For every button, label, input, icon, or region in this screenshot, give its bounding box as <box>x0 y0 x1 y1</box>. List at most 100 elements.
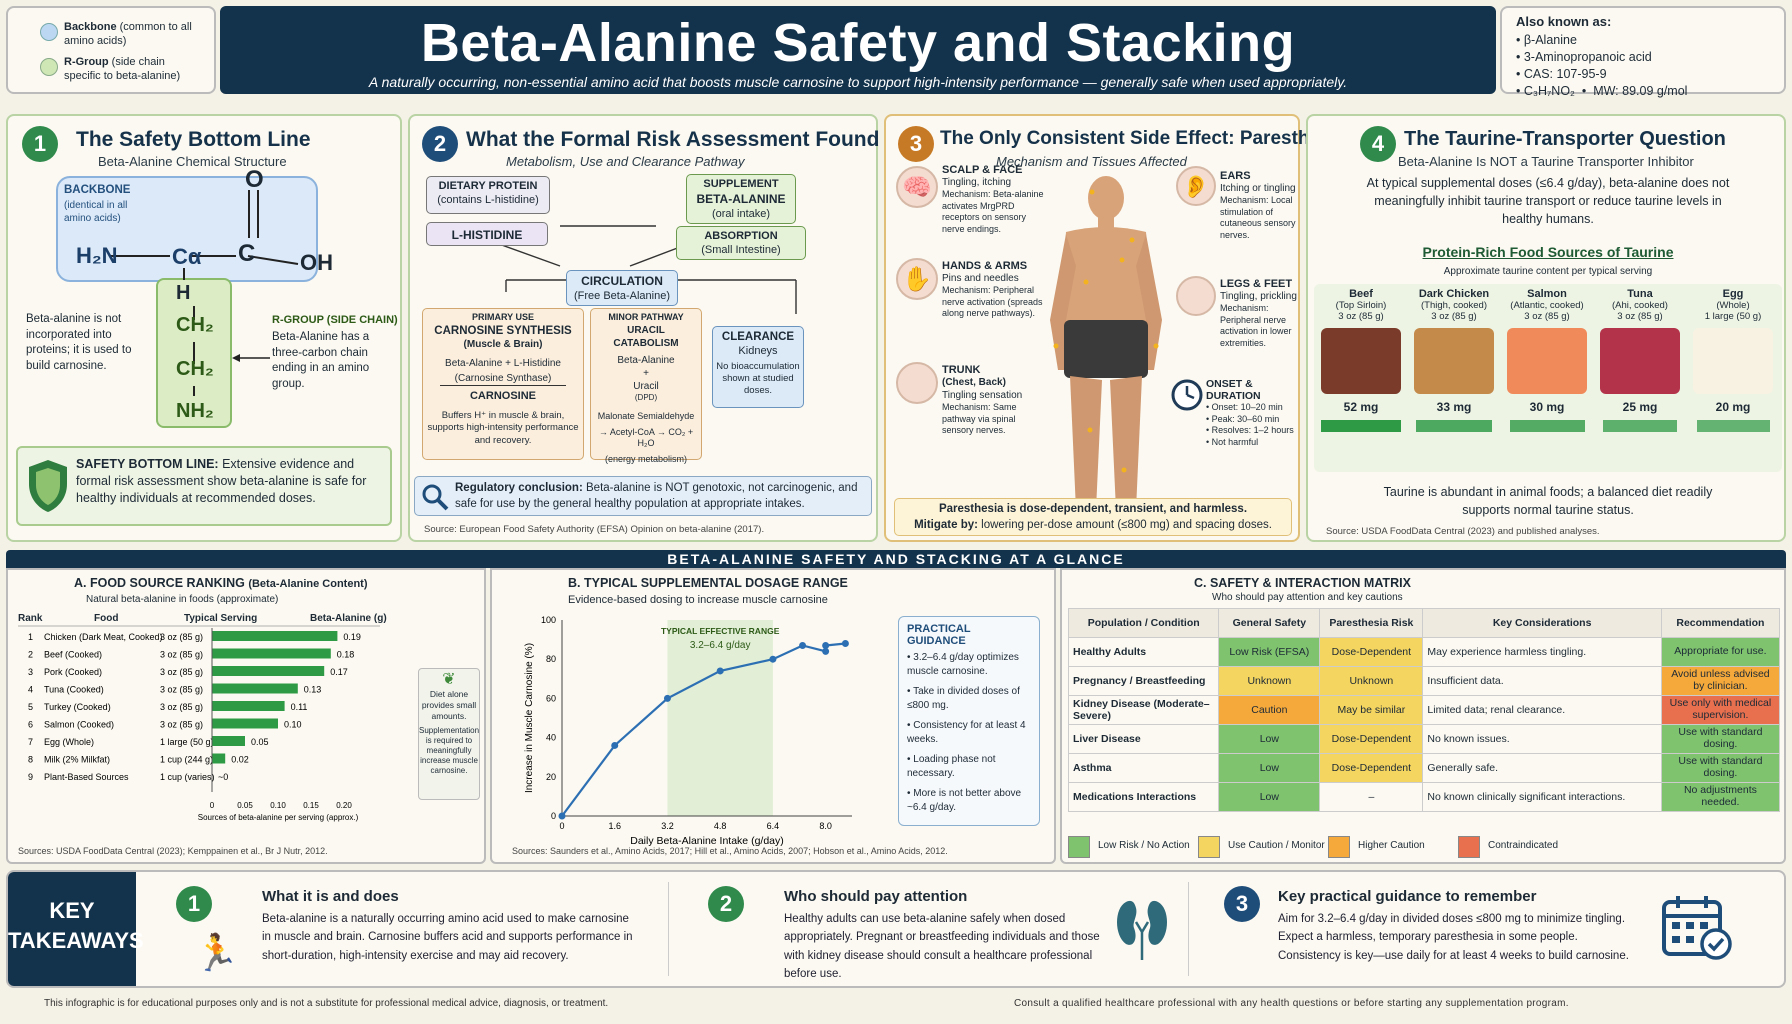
legend-swatch <box>1328 836 1350 858</box>
x-tick-label: 0 <box>210 801 215 810</box>
taurine-bar <box>1509 420 1585 432</box>
x-tick-label: 0.20 <box>336 801 352 810</box>
paresthesia-cell: – <box>1319 782 1424 812</box>
takeaway-text: Aim for 3.2–6.4 g/day in divided doses ≤… <box>1278 913 1629 962</box>
considerations-cell: No known clinically significant interact… <box>1422 782 1662 812</box>
food-label: Chicken (Dark Meat, Cooked) <box>44 632 163 642</box>
table-row: Medications Interactions Low – No known … <box>1067 782 1781 812</box>
table-row: Kidney Disease (Moderate–Severe) Caution… <box>1067 695 1781 725</box>
x-tick-label: 0.10 <box>270 801 286 810</box>
step-number: 2 <box>422 126 458 162</box>
serving-label: 3 oz (85 g) <box>160 632 203 642</box>
brain-icon: 🧠 <box>896 166 938 208</box>
step-number: 3 <box>898 126 934 162</box>
effective-range-band <box>667 620 773 816</box>
rgroup-swatch <box>40 58 58 76</box>
food-bar <box>212 701 285 711</box>
formula: C₃H₇NO₂ <box>1523 84 1575 98</box>
taurine-bar <box>1321 420 1401 432</box>
regulatory-label: Regulatory conclusion: <box>455 482 583 494</box>
divider <box>668 882 669 976</box>
section-c-subtitle: Who should pay attention and key caution… <box>1212 592 1403 603</box>
legend-swatch <box>1198 836 1220 858</box>
table-row: Healthy Adults Low Risk (EFSA) Dose-Depe… <box>1067 637 1781 667</box>
food-image <box>1600 328 1680 394</box>
section-b-title: B. TYPICAL SUPPLEMENTAL DOSAGE RANGE <box>568 576 848 590</box>
taurine-value: 20 mg <box>1715 400 1751 414</box>
population-cell: Medications Interactions <box>1067 782 1220 812</box>
recommendation-cell: Appropriate for use. <box>1660 637 1781 667</box>
taurine-food-item: Beef (Top Sirloin) 3 oz (85 g) 52 mg <box>1316 288 1406 468</box>
guidance-item: Take in divided doses of ≤800 mg. <box>907 686 1020 711</box>
carnosine-synthesis-node: PRIMARY USE CARNOSINE SYNTHESIS (Muscle … <box>422 308 584 460</box>
population-cell: Kidney Disease (Moderate–Severe) <box>1067 695 1220 725</box>
food-name: Dark Chicken <box>1418 288 1490 300</box>
taurine-footer: Taurine is abundant in animal foods; a b… <box>1383 485 1713 517</box>
bar-value-label: 0.11 <box>291 702 308 712</box>
panel-risk-assessment: 2 What the Formal Risk Assessment Found … <box>408 114 880 542</box>
food-label: Salmon (Cooked) <box>44 720 114 730</box>
rank-label: 8 <box>28 755 33 765</box>
y-tick-label: 100 <box>541 615 556 625</box>
rank-label: 9 <box>28 772 33 782</box>
safety-matrix-table: Population / Condition General Safety Pa… <box>1067 608 1781 812</box>
food-image <box>1321 328 1401 394</box>
clock-icon <box>1171 379 1203 411</box>
page-subtitle: A naturally occurring, non-essential ami… <box>368 74 1348 90</box>
taurine-value: 30 mg <box>1529 400 1565 414</box>
guidance-item: More is not better above ~6.4 g/day. <box>907 788 1022 813</box>
food-label: Pork (Cooked) <box>44 667 102 677</box>
aka-item: β-Alanine <box>1523 33 1577 47</box>
data-point <box>822 641 830 649</box>
takeaway-text: Healthy adults can use beta-alanine safe… <box>784 913 1100 981</box>
general-safety-cell: Low <box>1218 724 1321 754</box>
human-figure <box>1050 176 1162 510</box>
data-point <box>841 640 849 648</box>
onset-title: ONSET & DURATION <box>1206 378 1261 402</box>
food-name: Salmon <box>1527 288 1567 300</box>
molecular-weight: MW: 89.09 g/mol <box>1593 84 1688 98</box>
y-axis-label: Increase in Muscle Carnosine (%) <box>524 643 535 793</box>
guidance-item: Loading phase not necessary. <box>907 754 996 779</box>
x-tick-label: 0.15 <box>303 801 319 810</box>
panel-source: Source: European Food Safety Authority (… <box>424 524 765 535</box>
backbone-legend-label: Backbone <box>64 21 117 33</box>
x-axis-label: Daily Beta-Alanine Intake (g/day) <box>630 835 784 847</box>
recommendation-cell: No adjustments needed. <box>1660 782 1781 812</box>
backbone-legend-desc: (common to all amino acids) <box>64 21 192 48</box>
taurine-bar <box>1416 420 1492 432</box>
aka-title: Also known as: <box>1516 14 1612 29</box>
atom-h: H <box>176 282 191 304</box>
hands-title: HANDS & ARMS <box>942 260 1028 272</box>
food-name: Tuna <box>1627 288 1653 300</box>
paresthesia-footer: Paresthesia is dose-dependent, transient… <box>894 498 1292 536</box>
step-number: 1 <box>22 126 58 162</box>
panel-title: What the Formal Risk Assessment Found <box>466 128 880 151</box>
x-tick-label: 3.2 <box>661 821 674 831</box>
serving-label: 3 oz (85 g) <box>160 667 203 677</box>
serving-label: 1 cup (varies) <box>160 772 215 782</box>
general-safety-cell: Caution <box>1218 695 1321 725</box>
rank-label: 4 <box>28 685 33 695</box>
glance-title: BETA-ALANINE SAFETY AND STACKING AT A GL… <box>667 551 1125 567</box>
rank-label: 2 <box>28 650 33 660</box>
bar-value-label: ~0 <box>218 772 228 782</box>
data-point <box>663 694 671 702</box>
taurine-bar <box>1696 420 1770 432</box>
data-point <box>716 667 724 675</box>
y-tick-label: 20 <box>546 772 556 782</box>
guidance-title: PRACTICAL GUIDANCE <box>907 623 971 647</box>
recommendation-cell: Use with standard dosing. <box>1660 724 1781 754</box>
bar-value-label: 0.19 <box>343 632 361 642</box>
ears-title: EARS <box>1220 170 1251 182</box>
section-a-subtitle: Natural beta-alanine in foods (approxima… <box>86 594 279 605</box>
data-point <box>558 812 566 820</box>
panel-subtitle: Metabolism, Use and Clearance Pathway <box>506 154 745 169</box>
data-point <box>822 647 830 655</box>
taurine-value: 52 mg <box>1343 400 1379 414</box>
considerations-cell: Insufficient data. <box>1422 666 1662 696</box>
considerations-cell: Limited data; renal clearance. <box>1422 695 1662 725</box>
torso-icon <box>896 362 938 404</box>
paresthesia-cell: Dose-Dependent <box>1319 724 1424 754</box>
